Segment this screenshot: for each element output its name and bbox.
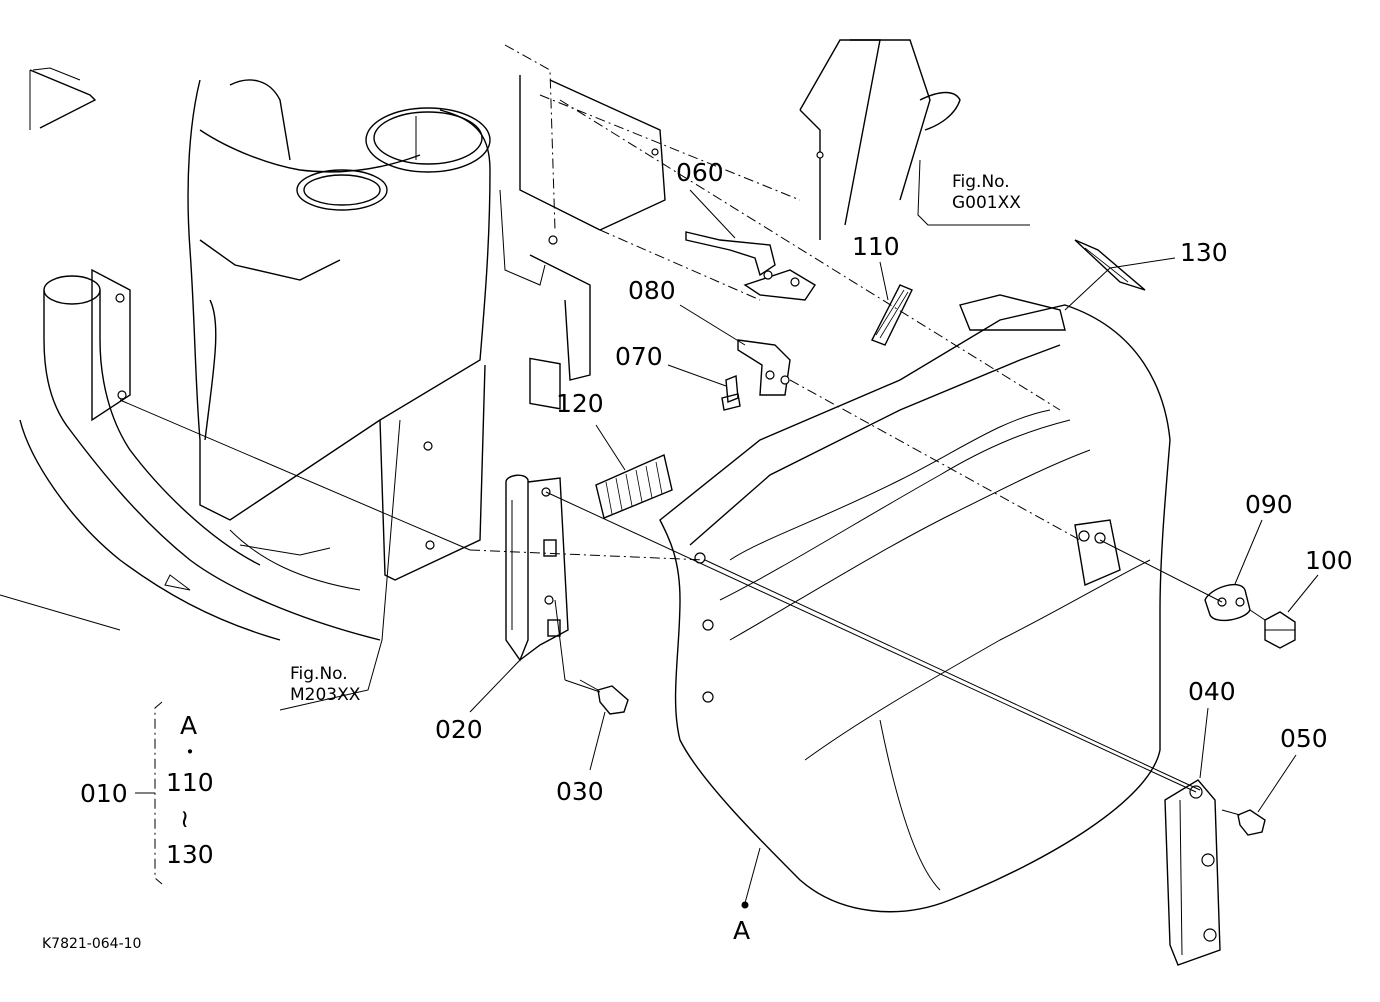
fig-ref-number: G001XX	[952, 193, 1021, 214]
part-label-080[interactable]: 080	[628, 276, 676, 305]
cap-nut-100	[1264, 611, 1296, 649]
bolt-050	[1237, 809, 1266, 836]
hinge-020	[505, 474, 569, 662]
bolt-070	[721, 375, 741, 411]
part-label-030[interactable]: 030	[556, 777, 604, 806]
part-label-070[interactable]: 070	[615, 342, 663, 371]
fig-ref-g001xx[interactable]: Fig.No. G001XX	[952, 172, 1021, 215]
fig-ref-m203xx[interactable]: Fig.No. M203XX	[290, 664, 360, 707]
fig-ref-label: Fig.No.	[952, 172, 1010, 192]
side-cover-A	[659, 294, 1171, 913]
drawing-code: K7821-064-10	[42, 936, 142, 952]
assembly-bracket	[135, 701, 163, 885]
decal-120	[595, 454, 673, 519]
bracket-line-130: 130	[166, 840, 214, 869]
leader-lines	[279, 159, 1319, 909]
bracket-060	[685, 231, 816, 301]
bracket-line-dot: ・	[180, 740, 200, 764]
bracket-line-A: A	[180, 711, 198, 740]
part-label-040[interactable]: 040	[1188, 677, 1236, 706]
part-label-130[interactable]: 130	[1180, 238, 1228, 267]
part-label-060[interactable]: 060	[676, 158, 724, 187]
part-label-010[interactable]: 010	[80, 779, 128, 808]
bracket-line-tilde: ≀	[180, 804, 190, 833]
part-label-050[interactable]: 050	[1280, 724, 1328, 753]
decal-110	[871, 284, 913, 346]
decal-130	[1074, 239, 1146, 291]
assembly-lines	[119, 94, 1266, 816]
marker-A: A	[733, 916, 751, 945]
bracket-line-110: 110	[166, 768, 214, 797]
part-label-110[interactable]: 110	[852, 232, 900, 261]
part-label-100[interactable]: 100	[1305, 546, 1353, 575]
part-label-090[interactable]: 090	[1245, 490, 1293, 519]
bracket-080	[737, 339, 791, 396]
steering-post-frame	[0, 67, 381, 641]
fig-ref-label: Fig.No.	[290, 664, 348, 684]
bolt-030	[579, 679, 629, 715]
dash-panel-housing	[187, 79, 491, 591]
washer-090	[1204, 584, 1251, 622]
rear-frame-structure	[499, 39, 961, 410]
fig-ref-number: M203XX	[290, 685, 361, 706]
part-label-120[interactable]: 120	[556, 389, 604, 418]
part-label-020[interactable]: 020	[435, 715, 483, 744]
plate-040	[1164, 779, 1221, 966]
